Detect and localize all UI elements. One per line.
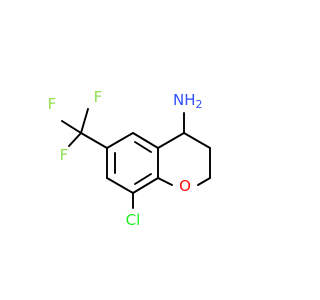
bond-c4a-c4 — [157, 132, 185, 149]
bond-c5-c4a-inner — [134, 141, 152, 153]
bond-cf3-f3 — [68, 132, 82, 147]
amine-label-subscript: 2 — [196, 98, 203, 111]
chlorine-label: Cl — [126, 211, 141, 229]
bond-cf3-f1 — [80, 108, 89, 134]
bond-c8a-c8 — [132, 177, 159, 194]
bond-c2-o1 — [197, 177, 211, 186]
bond-cf3-f2 — [61, 120, 82, 134]
bond-c8a-c8-inner — [134, 173, 152, 185]
oxygen-label: O — [179, 177, 191, 195]
fluorine-label-bottom: F — [60, 146, 69, 164]
bond-c4-c3 — [183, 132, 211, 149]
bond-c5-c4a — [132, 132, 159, 149]
amine-label: NH2 — [173, 91, 203, 111]
fluorine-label-left: F — [48, 95, 57, 113]
molecule-drawing: NH2 O Cl F F F — [48, 88, 211, 229]
bond-c6-cf3 — [80, 132, 108, 149]
structure-canvas: NH2 O Cl F F F — [48, 88, 211, 229]
fluorine-label-top: F — [94, 88, 103, 106]
bond-c8-c7 — [106, 177, 134, 194]
amine-label-main: NH — [173, 91, 196, 109]
bond-o1-c8a — [157, 177, 173, 186]
bond-c6-c5 — [106, 132, 134, 149]
